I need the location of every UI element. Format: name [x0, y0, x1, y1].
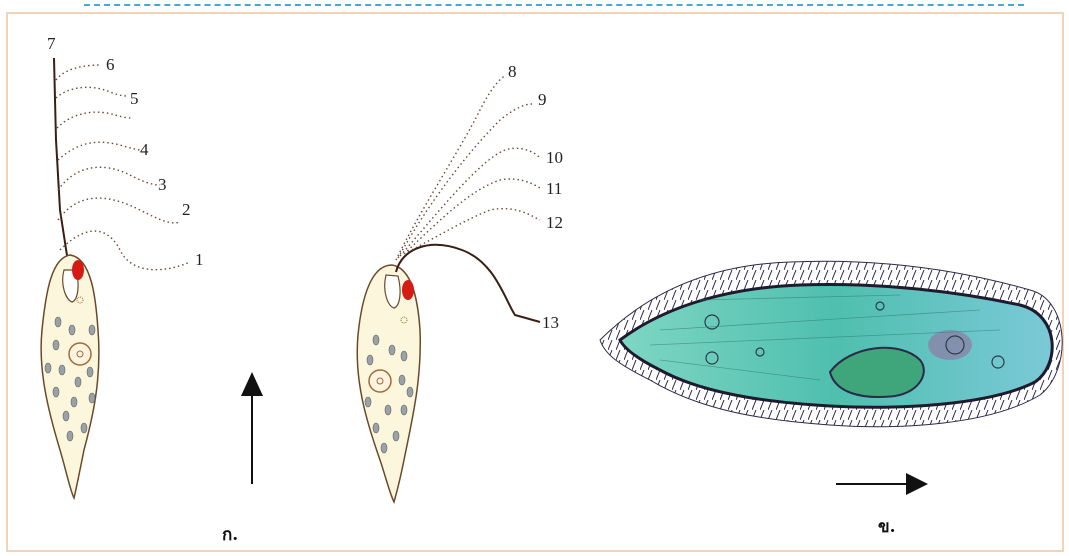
label-5: 5 — [130, 89, 139, 108]
up-arrow — [241, 372, 263, 484]
label-6: 6 — [106, 55, 115, 74]
label-9: 9 — [538, 90, 547, 109]
label-8: 8 — [508, 62, 517, 81]
eyespot-a — [72, 260, 84, 280]
label-11: 11 — [546, 179, 562, 198]
nucleus-a — [69, 343, 91, 365]
label-7: 7 — [47, 34, 56, 53]
paramecium — [600, 261, 1062, 426]
macronucleus — [928, 330, 972, 360]
label-2: 2 — [182, 200, 191, 219]
panel-label-b: ข. — [878, 517, 896, 537]
label-10: 10 — [546, 148, 563, 167]
eyespot-b — [402, 280, 414, 300]
leader-lines-a — [56, 65, 190, 270]
euglena-a — [41, 58, 190, 498]
label-4: 4 — [140, 140, 149, 159]
labels-b: 8 9 10 11 12 13 — [508, 62, 563, 332]
right-arrow — [836, 473, 928, 495]
euglena-b — [357, 76, 540, 502]
label-12: 12 — [546, 213, 563, 232]
label-3: 3 — [158, 175, 167, 194]
label-1: 1 — [195, 250, 204, 269]
panel-label-a: ก. — [222, 525, 238, 545]
nucleus-b — [369, 370, 391, 392]
label-13: 13 — [542, 313, 559, 332]
flagellum-a — [54, 58, 68, 262]
leader-lines-b — [396, 76, 540, 260]
